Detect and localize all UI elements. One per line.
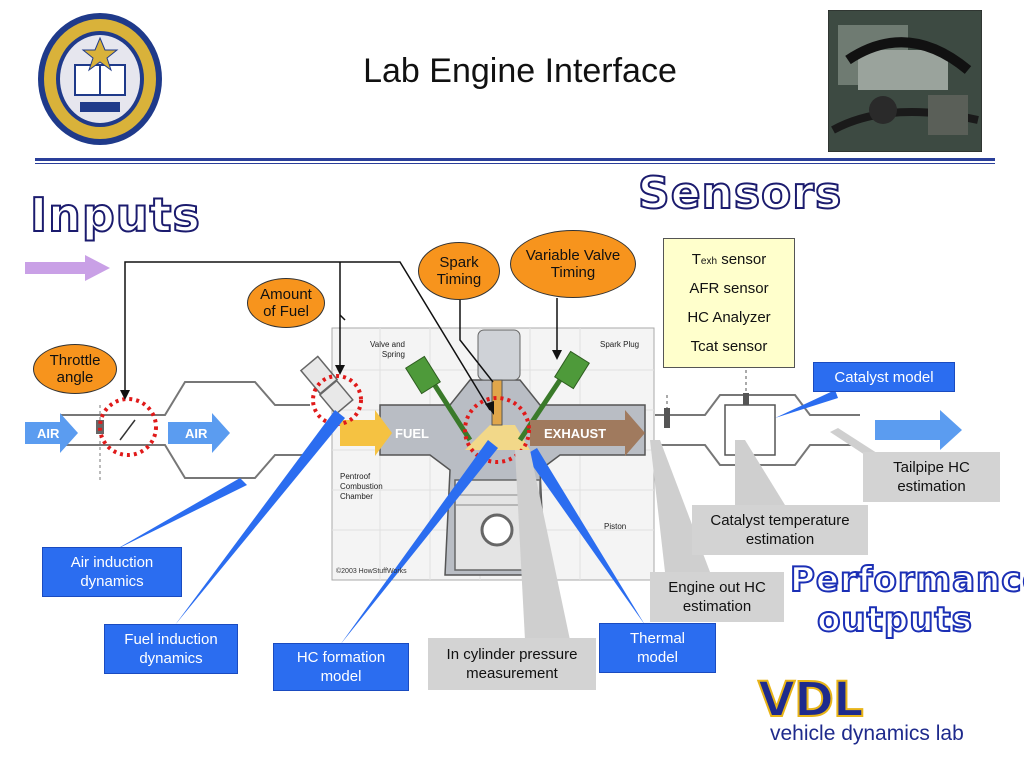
fuel-label: FUEL	[395, 426, 429, 441]
label-spark-plug: Spark Plug	[600, 340, 640, 349]
sensor-texh: Texh sensor	[691, 251, 767, 268]
label-valve-spring: Valve and Spring	[370, 340, 405, 359]
tailpipe-pointer	[830, 428, 880, 455]
air-arrow-2	[168, 413, 230, 453]
sensor-hc-analyzer: HC Analyzer	[687, 309, 771, 326]
title-rule	[35, 158, 995, 161]
spark-timing-input: Spark Timing	[418, 242, 500, 300]
fuel-amount-input: Amount of Fuel	[247, 278, 325, 328]
thermal-model: Thermal model	[599, 623, 716, 673]
catalyst-temperature-estimation: Catalyst temperature estimation	[692, 505, 868, 555]
fuel-flow-arrow	[340, 410, 392, 456]
throttle-marker	[98, 397, 158, 457]
valve-timing-input: Variable Valve Timing	[510, 230, 636, 298]
fuel-injector	[299, 355, 354, 416]
chamber-marker	[463, 396, 531, 464]
inputs-arrow	[25, 255, 110, 281]
tailpipe-arrow	[875, 410, 962, 450]
performance-outputs-heading: Performance outputs	[789, 559, 1024, 641]
university-seal	[38, 13, 162, 145]
exhaust-label: EXHAUST	[544, 426, 607, 441]
thermal-pointer	[525, 448, 645, 625]
engine-out-hc-estimation: Engine out HC estimation	[650, 572, 784, 622]
catalyst-model: Catalyst model	[813, 362, 955, 392]
hc-formation-model: HC formation model	[273, 643, 409, 691]
vdl-logo-subtitle: vehicle dynamics lab	[770, 722, 964, 745]
sensor-afr: AFR sensor	[689, 280, 769, 297]
throttle-angle-input: Throttle angle	[33, 344, 117, 394]
catalyst-temp-pointer	[735, 440, 785, 505]
intake-manifold	[60, 381, 310, 479]
fuel-induction-model: Fuel induction dynamics	[104, 624, 238, 674]
air-label-1: AIR	[37, 426, 60, 441]
title-rule-thin	[35, 163, 995, 164]
hc-formation-pointer	[340, 440, 498, 645]
sensor-tcat: Tcat sensor	[690, 338, 768, 355]
label-chamber: Pentroof Combustion Chamber	[340, 472, 383, 501]
engine-photo	[828, 10, 982, 152]
fuel-induction-pointer	[175, 410, 345, 625]
exhaust-flow-arrow	[530, 410, 645, 456]
catalyst-pointer	[775, 390, 838, 418]
label-credit: ©2003 HowStuffWorks	[336, 568, 407, 575]
label-piston: Piston	[604, 522, 627, 531]
pressure-pointer	[515, 450, 570, 640]
tailpipe-hc-estimation: Tailpipe HC estimation	[863, 452, 1000, 502]
sensor-list: Texh sensor AFR sensor HC Analyzer Tcat …	[663, 238, 795, 368]
cylinder-pressure-measurement: In cylinder pressure measurement	[428, 638, 596, 690]
page-title: Lab Engine Interface	[363, 52, 677, 90]
vdl-logo: VDL	[757, 671, 865, 729]
air-induction-pointer	[115, 478, 247, 550]
inputs-heading: Inputs	[29, 187, 201, 243]
air-induction-model: Air induction dynamics	[42, 547, 182, 597]
air-label-2: AIR	[185, 426, 208, 441]
sensors-heading: Sensors	[637, 167, 843, 220]
air-arrow-1	[25, 413, 78, 453]
